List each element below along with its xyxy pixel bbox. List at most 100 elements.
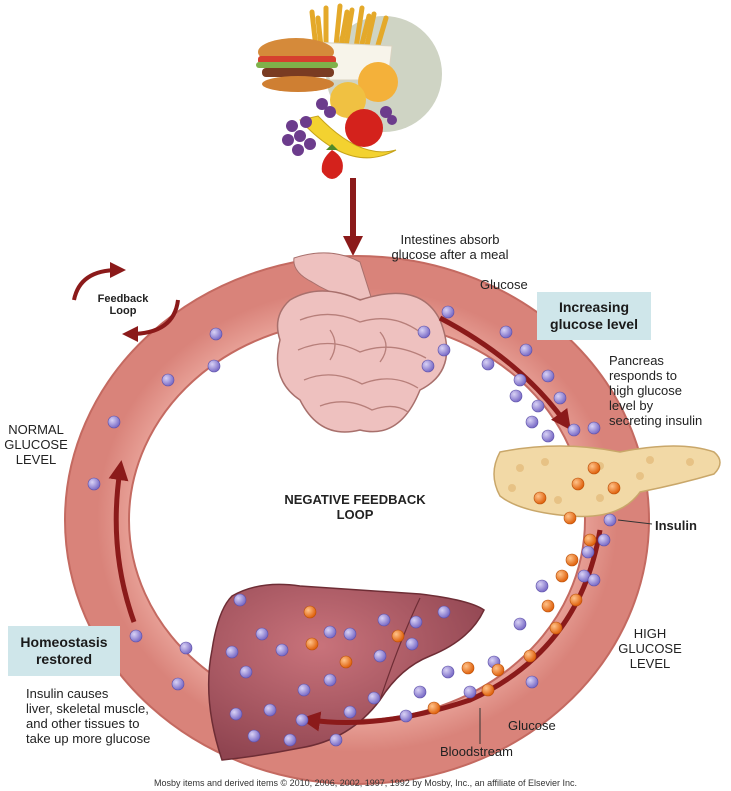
insulin-molecule-icon	[533, 491, 547, 505]
glucose-molecule-icon	[581, 545, 595, 559]
glucose-molecule-icon	[567, 423, 581, 437]
absorb-arrow	[343, 236, 363, 256]
glucose-molecule-icon	[525, 415, 539, 429]
glucose-molecule-icon	[509, 389, 523, 403]
glucose-molecule-icon	[603, 513, 617, 527]
glucose-molecule-icon	[263, 703, 277, 717]
glucose-label-bottom: Glucose	[508, 718, 556, 733]
glucose-molecule-icon	[209, 327, 223, 341]
glucose-molecule-icon	[437, 343, 451, 357]
glucose-molecule-icon	[87, 477, 101, 491]
flow-arrows	[108, 315, 603, 732]
glucose-molecule-icon	[409, 615, 423, 629]
insulin-molecule-icon	[541, 599, 555, 613]
copyright-credit: Mosby items and derived items © 2010, 20…	[153, 778, 578, 788]
glucose-molecule-icon	[587, 573, 601, 587]
glucose-molecule-icon	[295, 713, 309, 727]
glucose-molecule-icon	[413, 685, 427, 699]
high-glucose-label: HIGH GLUCOSE LEVEL	[618, 626, 682, 671]
insulin-molecule-icon	[427, 701, 441, 715]
glucose-molecule-icon	[225, 645, 239, 659]
insulin-molecule-icon	[555, 569, 569, 583]
pancreas-icon	[493, 445, 721, 518]
insulin-molecule-icon	[607, 481, 621, 495]
glucose-molecule-icon	[297, 683, 311, 697]
glucose-molecule-icon	[373, 649, 387, 663]
food-icon	[256, 3, 442, 179]
insulin-molecule-icon	[563, 511, 577, 525]
glucose-molecule-icon	[343, 705, 357, 719]
glucose-molecule-icon	[481, 357, 495, 371]
insulin-molecule-icon	[305, 637, 319, 651]
normal-glucose-label: NORMAL GLUCOSE LEVEL	[4, 422, 68, 467]
glucose-molecule-icon	[405, 637, 419, 651]
glucose-molecule-icon	[587, 421, 601, 435]
glucose-molecule-icon	[207, 359, 221, 373]
glucose-molecule-icon	[171, 677, 185, 691]
liver-icon	[207, 583, 485, 761]
glucose-molecule-icon	[275, 643, 289, 657]
glucose-molecule-icon	[283, 733, 297, 747]
glucose-molecule-icon	[107, 415, 121, 429]
pancreas-label: Pancreas responds to high glucose level …	[609, 353, 703, 428]
glucose-molecule-icon	[597, 533, 611, 547]
insulin-molecule-icon	[549, 621, 563, 635]
glucose-molecule-icon	[229, 707, 243, 721]
insulin-molecules	[303, 461, 621, 715]
glucose-molecule-icon	[463, 685, 477, 699]
glucose-molecule-icon	[367, 691, 381, 705]
glucose-molecule-icon	[323, 673, 337, 687]
glucose-molecule-icon	[399, 709, 413, 723]
glucose-molecule-icon	[329, 733, 343, 747]
glucose-molecule-icon	[553, 391, 567, 405]
feedback-loop-icon	[72, 262, 180, 342]
glucose-molecule-icon	[535, 579, 549, 593]
insulin-molecule-icon	[571, 477, 585, 491]
increasing-glucose-box: Increasing glucose level	[537, 292, 651, 340]
homeostasis-box: Homeostasis restored	[8, 626, 120, 676]
glucose-molecule-icon	[499, 325, 513, 339]
glucose-molecule-icon	[513, 617, 527, 631]
glucose-molecule-icon	[541, 429, 555, 443]
insulin-molecule-icon	[391, 629, 405, 643]
insulin-molecule-icon	[569, 593, 583, 607]
bloodstream-label: Bloodstream	[440, 744, 513, 759]
insulin-molecule-icon	[523, 649, 537, 663]
glucose-molecule-icon	[525, 675, 539, 689]
insulin-molecule-icon	[491, 663, 505, 677]
glucose-molecule-icon	[343, 627, 357, 641]
insulin-molecule-icon	[481, 683, 495, 697]
glucose-molecule-icon	[323, 625, 337, 639]
glucose-molecule-icon	[377, 613, 391, 627]
insulin-molecule-icon	[461, 661, 475, 675]
insulin-molecule-icon	[565, 553, 579, 567]
glucose-molecule-icon	[441, 305, 455, 319]
glucose-molecule-icon	[417, 325, 431, 339]
insulin-molecule-icon	[583, 533, 597, 547]
intestines-label: Intestines absorb glucose after a meal	[391, 232, 509, 262]
glucose-molecule-icon	[255, 627, 269, 641]
glucose-molecule-icon	[179, 641, 193, 655]
glucose-molecule-icon	[437, 605, 451, 619]
glucose-molecule-icon	[233, 593, 247, 607]
insulin-causes-label: Insulin causes liver, skeletal muscle, a…	[26, 686, 151, 746]
negative-feedback-label: NEGATIVE FEEDBACK LOOP	[284, 492, 426, 522]
glucose-molecule-icon	[541, 369, 555, 383]
insulin-molecule-icon	[587, 461, 601, 475]
glucose-molecule-icon	[161, 373, 175, 387]
glucose-molecule-icon	[129, 629, 143, 643]
glucose-molecule-icon	[513, 373, 527, 387]
glucose-molecule-icon	[421, 359, 435, 373]
insulin-molecule-icon	[303, 605, 317, 619]
glucose-molecule-icon	[441, 665, 455, 679]
glucose-molecule-icon	[519, 343, 533, 357]
glucose-label-top: Glucose	[480, 277, 528, 292]
glucose-molecule-icon	[239, 665, 253, 679]
glucose-molecule-icon	[247, 729, 261, 743]
intestine-icon	[276, 252, 448, 433]
insulin-molecule-icon	[339, 655, 353, 669]
glucose-molecule-icon	[531, 399, 545, 413]
feedback-loop-label: Feedback Loop	[97, 293, 149, 317]
